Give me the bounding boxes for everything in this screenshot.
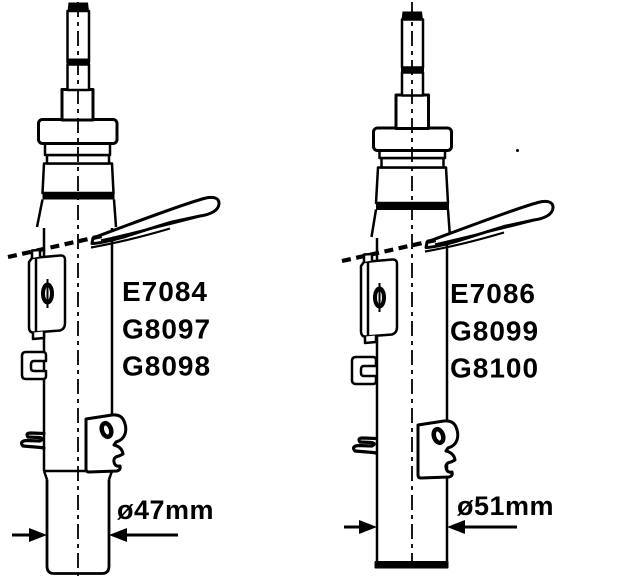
right-strut: ø51mm E7086 G8099 G8100 [341,2,555,572]
left-knuckle-bracket-plate [84,413,128,474]
right-part-number-3: G8100 [450,353,539,384]
left-part-number-1: E7084 [122,276,208,307]
left-knuckle-bracket [84,413,128,474]
right-knuckle-bracket-plate [416,419,460,480]
right-part-numbers: E7086 G8099 G8100 [450,278,539,384]
left-knuckle-bracket-hole [99,420,114,440]
left-body-taper-right-edge [112,199,118,228]
left-part-number-2: G8097 [122,314,211,345]
left-dim-arrow-right [109,528,127,542]
left-part-numbers: E7084 G8097 G8098 [122,276,211,382]
left-spring-clip [19,431,46,450]
right-dim-arrow-left [359,520,377,534]
right-slotted-bracket-top-tab [362,252,374,262]
left-spring-seat-lower-lip [90,227,171,249]
left-spring-seat-lip [100,215,198,242]
left-part-number-3: G8098 [122,351,211,382]
left-body-taper-left-edge [35,199,44,228]
right-part-number-1: E7086 [450,278,536,309]
left-slotted-bracket-top-tab [30,248,42,258]
right-spring-seat [424,199,555,249]
right-dim-arrow-right [447,520,465,534]
right-knuckle-bracket [416,419,460,480]
right-slotted-bracket [359,252,399,345]
stray-dot [516,149,519,152]
right-dimension: ø51mm [344,491,554,534]
left-spring-seat [90,195,221,245]
left-slotted-bracket [27,248,67,341]
right-spring-seat-lip [434,219,532,246]
right-body-taper-left-edge [370,209,378,238]
right-spring-seat-lower-lip [424,231,505,253]
left-dimension: ø47mm [12,495,214,542]
left-dim-arrow-left [29,528,47,542]
left-seat-hidden-edge-dashes [7,233,105,260]
right-slotted-bracket-bottom-tab [363,335,378,345]
right-c-clip [350,355,378,386]
left-strut: ø47mm E7084 G8097 G8098 [7,2,221,576]
right-diameter-label: ø51mm [457,491,554,521]
right-seat-hidden-edge-dashes [341,237,439,264]
left-diameter-label: ø47mm [117,495,214,525]
right-knuckle-bracket-hole [431,426,446,446]
right-part-number-2: G8099 [450,316,539,347]
right-spring-clip [351,436,378,455]
left-slotted-bracket-bottom-tab [31,331,46,341]
left-c-clip [20,350,48,381]
